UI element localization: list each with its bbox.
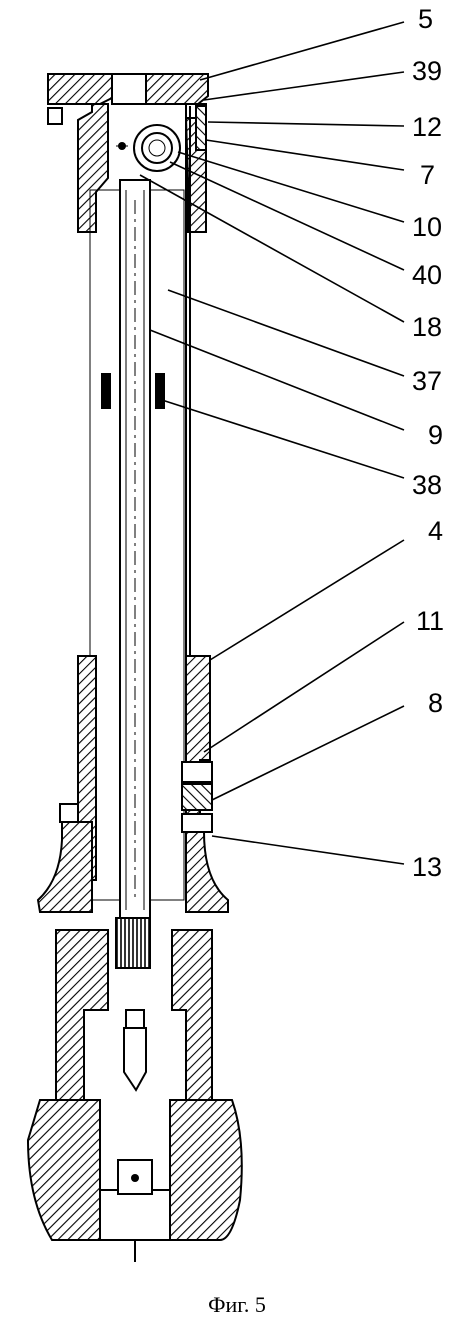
upper-housing: [77, 103, 207, 233]
callout-39: 39: [412, 56, 442, 86]
callout-11: 11: [416, 606, 444, 636]
callout-9: 9: [428, 420, 443, 450]
callout-12: 12: [412, 112, 442, 142]
callout-8: 8: [428, 688, 443, 718]
callout-5: 5: [418, 4, 433, 34]
top-cap: [47, 73, 209, 125]
flange-skirt: [36, 821, 229, 913]
lower-housing: [55, 917, 213, 1151]
figure-caption: Фиг. 5: [208, 1292, 266, 1317]
callout-7: 7: [420, 160, 435, 190]
callout-38: 38: [412, 470, 442, 500]
callout-40: 40: [412, 260, 442, 290]
tube-assembly: [89, 106, 191, 921]
callout-13: 13: [412, 852, 442, 882]
callout-18: 18: [412, 312, 442, 342]
callout-labels: 5 39 12 7 10 40 18 37 9 38 4 11 8 13: [412, 4, 444, 882]
callout-4: 4: [428, 516, 443, 546]
middle-sleeve: [59, 655, 213, 881]
bottom-base: [26, 1099, 243, 1262]
callout-10: 10: [412, 212, 442, 242]
callout-37: 37: [412, 366, 442, 396]
leader-lines: [139, 21, 405, 865]
pulley-wheel: [116, 124, 181, 172]
